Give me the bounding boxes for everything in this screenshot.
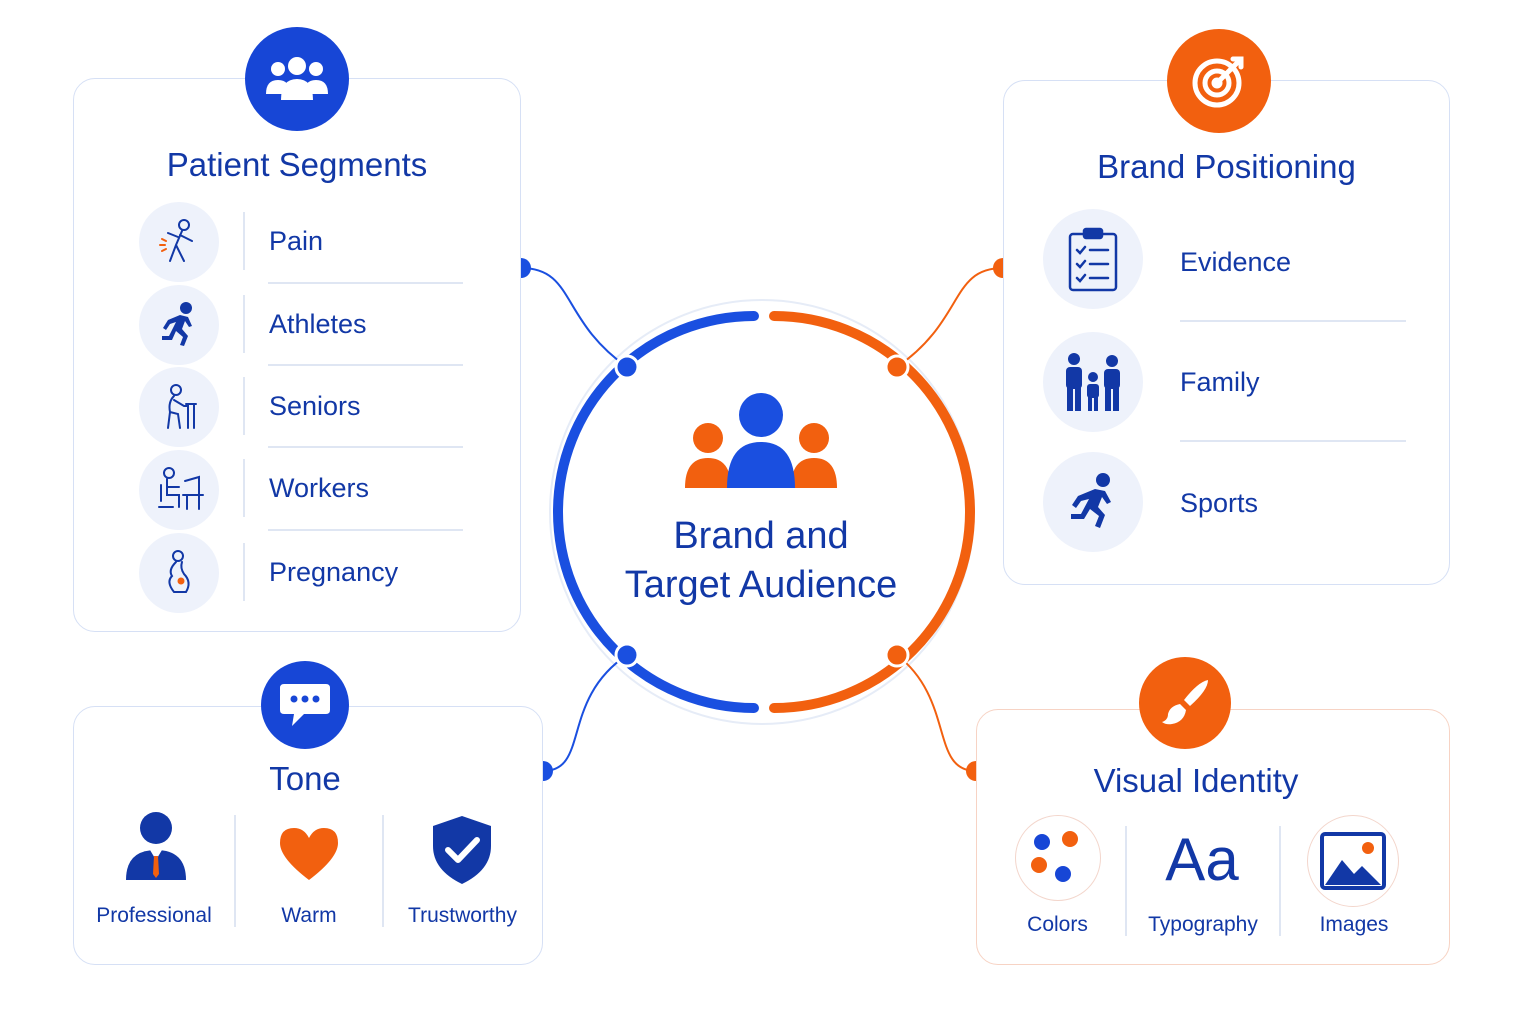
segment-label-workers: Workers: [269, 473, 370, 503]
row-divider: [243, 212, 245, 270]
runner-icon: [139, 285, 219, 365]
tone-divider: [382, 815, 384, 927]
row-divider: [243, 377, 245, 435]
positioning-label-sports: Sports: [1180, 488, 1259, 518]
ring-node: [614, 642, 640, 668]
row-separator: [268, 529, 463, 531]
desk-worker-icon: [139, 450, 219, 530]
typography-icon: Aa: [1165, 826, 1239, 893]
segment-label-seniors: Seniors: [269, 391, 361, 421]
row-separator: [268, 282, 463, 284]
audience-group-icon: [685, 393, 837, 488]
professional-person-icon: [124, 810, 188, 887]
patient-segments-card: [73, 78, 521, 632]
tone-divider: [234, 815, 236, 927]
connector-visual-identity: [896, 654, 977, 772]
segment-label-pain: Pain: [269, 226, 324, 256]
visual-label-typography: Typography: [1148, 913, 1258, 936]
center-title-line1: Brand and: [673, 515, 849, 557]
ring-arc-orange: [769, 311, 975, 713]
center-title: Brand and Target Audience: [596, 512, 926, 610]
pregnancy-icon: [139, 533, 219, 613]
back-pain-icon: [139, 202, 219, 282]
people-group-icon: [245, 27, 349, 131]
image-icon: [1307, 815, 1399, 907]
target-icon: [1167, 29, 1271, 133]
row-separator: [268, 364, 463, 366]
tone-label-warm: Warm: [281, 904, 337, 927]
row-separator: [268, 446, 463, 448]
positioning-label-family: Family: [1180, 367, 1260, 397]
clipboard-checklist-icon: [1043, 209, 1143, 309]
segment-label-pregnancy: Pregnancy: [269, 557, 399, 587]
ring-node: [884, 354, 910, 380]
connector-tone: [542, 654, 628, 772]
visual-divider: [1125, 826, 1127, 936]
heart-icon: [278, 826, 340, 887]
row-divider: [243, 543, 245, 601]
family-icon: [1043, 332, 1143, 432]
visual-label-colors: Colors: [1027, 913, 1088, 936]
row-separator: [1180, 320, 1406, 322]
positioning-label-evidence: Evidence: [1180, 247, 1292, 277]
center-title-line2: Target Audience: [624, 564, 898, 606]
row-divider: [243, 459, 245, 517]
ring-node: [884, 642, 910, 668]
segment-label-athletes: Athletes: [269, 309, 367, 339]
color-dots-icon: [1015, 815, 1101, 901]
chat-bubble-icon: [261, 661, 349, 749]
connector-brand-positioning: [896, 267, 1004, 368]
tone-label-trustworthy: Trustworthy: [408, 904, 517, 927]
patient-segments-title: Patient Segments: [166, 146, 428, 183]
visual-divider: [1279, 826, 1281, 936]
connector-patient-segments: [520, 267, 628, 368]
visual-label-images: Images: [1319, 913, 1389, 936]
paintbrush-icon: [1139, 657, 1231, 749]
senior-walker-icon: [139, 367, 219, 447]
shield-check-icon: [431, 814, 493, 891]
ring-node: [614, 354, 640, 380]
tone-label-professional: Professional: [96, 904, 212, 927]
row-separator: [1180, 440, 1406, 442]
ring-arc-blue: [553, 311, 759, 713]
tone-title: Tone: [269, 760, 341, 797]
brand-positioning-title: Brand Positioning: [1097, 148, 1356, 185]
visual-identity-title: Visual Identity: [1093, 762, 1299, 799]
sprinter-icon: [1043, 452, 1143, 552]
row-divider: [243, 295, 245, 353]
